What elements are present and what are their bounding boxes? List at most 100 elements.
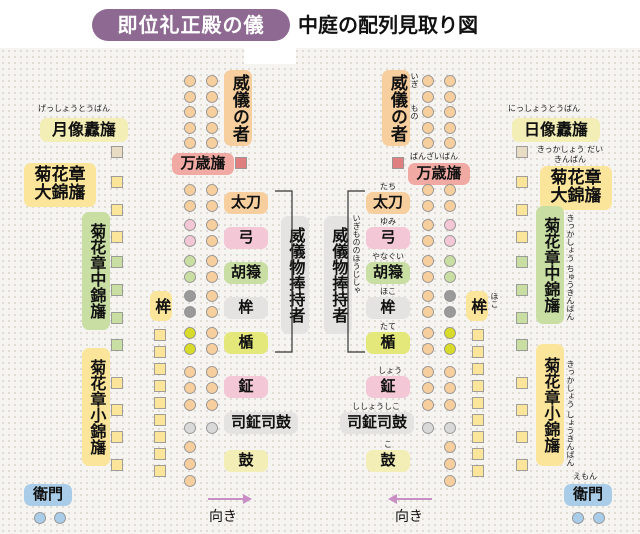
ko-ruby: こ (384, 440, 392, 449)
hoko-pole-marker (472, 380, 484, 392)
igi-mono-marker (444, 106, 456, 118)
kikka-dai-pole-marker (111, 176, 123, 188)
arrow-right-head (388, 494, 397, 504)
bearer-marker (444, 343, 456, 355)
kikka-dai-label: 菊花章大錦旛 (24, 163, 96, 207)
igi-mono-marker (184, 122, 196, 134)
bearer-marker (444, 306, 456, 318)
bearer-marker (422, 343, 434, 355)
escort-marker (422, 366, 434, 378)
kikka-sho-pole-marker (111, 459, 123, 471)
bearer-marker (422, 306, 434, 318)
bearer-marker (444, 255, 456, 267)
escort-marker (444, 366, 456, 378)
kikka-chu-right-label: 菊花章中錦旛 (536, 206, 564, 324)
hoko-pole-marker (472, 363, 484, 375)
igi-mono-marker (422, 75, 434, 87)
gessho-todoban-label: 月像纛旛 (40, 118, 128, 142)
escort-marker (444, 399, 456, 411)
escort-marker (444, 475, 456, 487)
bearer-marker (422, 255, 434, 267)
hoko-right-inner-label: 桙 (366, 297, 410, 319)
escort-marker (422, 382, 434, 394)
sho-left-label: 鉦 (224, 376, 268, 398)
yanagui-ruby: やなぐい (372, 252, 404, 261)
bearer-marker (422, 271, 434, 283)
igi-mono-marker (444, 75, 456, 87)
escort-marker (206, 366, 218, 378)
bearer-marker (444, 200, 456, 212)
emon-right-label: 衛門 (564, 484, 612, 506)
bearer-marker (206, 255, 218, 267)
bearer-marker (184, 200, 196, 212)
hoko-right-label: 桙 (466, 291, 488, 321)
escort-marker (184, 475, 196, 487)
bearer-marker (422, 184, 434, 196)
tate-right-label: 楯 (366, 332, 410, 354)
igi-mono-marker (206, 106, 218, 118)
igi-mono-marker (444, 91, 456, 103)
nissho-pole-marker (516, 146, 528, 158)
bearer-marker (184, 271, 196, 283)
yumi-left-label: 弓 (224, 227, 268, 249)
escort-marker (184, 366, 196, 378)
bearer-marker (422, 235, 434, 247)
kikka-chu-pole-marker (516, 284, 528, 296)
bearer-marker (184, 327, 196, 339)
igi-mono-marker (206, 91, 218, 103)
muki-left-label: 向き (209, 509, 237, 525)
kikka-chu-ruby: きっかしょう ちゅうきんばん (566, 214, 575, 321)
hoko-pole-marker (154, 329, 166, 341)
escort-marker (422, 399, 434, 411)
kikka-chu-pole-marker (111, 312, 123, 324)
bearer-marker (444, 271, 456, 283)
igi-mono-left-label: 威儀の者 (224, 70, 252, 146)
kikka-sho-label: 菊花章小錦旛 (82, 348, 110, 466)
kikka-sho-pole-marker (516, 431, 528, 443)
hoko-pole-marker (154, 380, 166, 392)
escort-marker (184, 382, 196, 394)
igi-mono-marker (422, 91, 434, 103)
hoko-pole-marker (472, 329, 484, 341)
hoko-left-label: 桙 (150, 291, 172, 321)
hoko-pole-marker (472, 465, 484, 477)
igi-mono-marker (444, 137, 456, 149)
bearer-marker (206, 184, 218, 196)
kikka-chu-pole-marker (516, 339, 528, 351)
shishoshoko-left-label: 司鉦司鼓 (224, 412, 298, 434)
hoko-pole-marker (154, 363, 166, 375)
shishoshoko-marker (422, 422, 434, 434)
kikka-sho-pole-marker (516, 459, 528, 471)
bearer-marker (206, 306, 218, 318)
yumi-ruby: ゆみ (380, 217, 396, 226)
hoko-outer-ruby: ほこ (490, 292, 499, 308)
hoko-pole-marker (154, 414, 166, 426)
kikka-chu-label: 菊花章中錦旛 (82, 212, 110, 330)
hoko-pole-marker (472, 431, 484, 443)
mono-ruby: もの (410, 104, 419, 120)
kikka-sho-pole-marker (111, 404, 123, 416)
bearer-marker (444, 184, 456, 196)
tachi-ruby: たち (380, 182, 396, 191)
tate-ruby: たて (380, 322, 396, 331)
igibutsu-ruby: いぎもののほうじしゃ (352, 214, 361, 294)
escort-marker (184, 458, 196, 470)
bearer-marker (206, 290, 218, 302)
igi-mono-marker (422, 122, 434, 134)
hoko-pole-marker (472, 414, 484, 426)
kikka-sho-pole-marker (516, 404, 528, 416)
igi-mono-marker (184, 137, 196, 149)
escort-marker (206, 382, 218, 394)
bearer-marker (444, 235, 456, 247)
escort-marker (184, 441, 196, 453)
diagram-subtitle: 中庭の配列見取り図 (298, 13, 478, 37)
bearer-marker (184, 235, 196, 247)
hoko-pole-marker (472, 346, 484, 358)
emon-left-label: 衛門 (24, 484, 72, 506)
igibutsu-left-label: 威儀物捧持者 (281, 216, 309, 334)
hoko-pole-marker (154, 465, 166, 477)
escort-marker (184, 399, 196, 411)
bearer-marker (206, 343, 218, 355)
